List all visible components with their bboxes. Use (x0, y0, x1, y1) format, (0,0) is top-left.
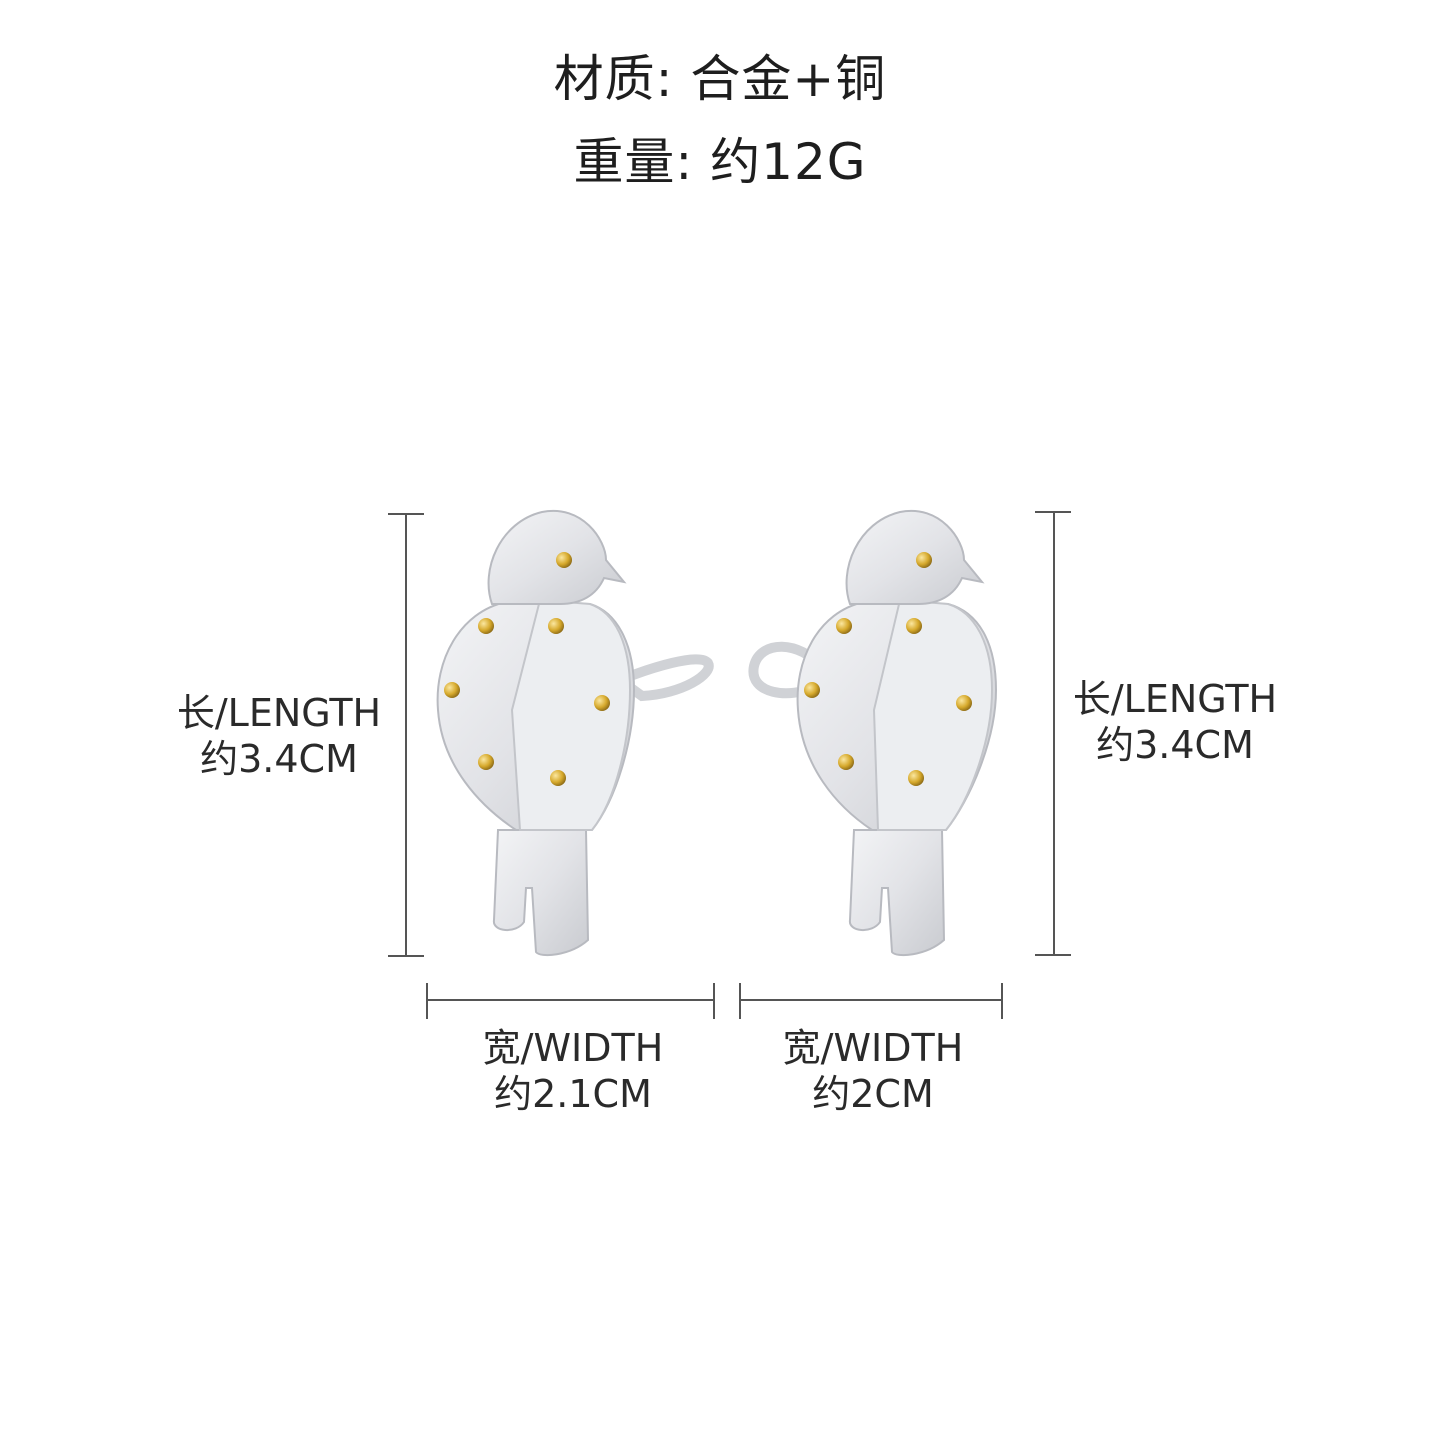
right-bead (906, 618, 922, 634)
left-width-rule-cap-right (713, 983, 715, 1019)
right-bird-tail (848, 829, 946, 957)
right-bead (836, 618, 852, 634)
right-bird-wing (872, 598, 994, 831)
left-length-label: 长/LENGTH 约3.4CM (166, 690, 392, 782)
material-spec: 材质: 合金+铜 (553, 50, 887, 108)
left-width-value: 约2.1CM (494, 1072, 652, 1116)
left-eye-bead (556, 552, 572, 568)
right-width-rule-cap-right (1001, 983, 1003, 1019)
left-bird-tail (492, 829, 590, 957)
right-length-rule-cap-top (1035, 511, 1071, 513)
right-bead (956, 695, 972, 711)
left-length-rule-cap-top (388, 513, 424, 515)
left-width-rule-cap-left (426, 983, 428, 1019)
left-length-rule-cap-bottom (388, 955, 424, 957)
left-length-value: 约3.4CM (200, 737, 358, 781)
right-bead (838, 754, 854, 770)
right-bird-earring (748, 509, 998, 957)
left-bead (594, 695, 610, 711)
right-bird-head (845, 509, 985, 605)
left-bead (478, 618, 494, 634)
right-length-label: 长/LENGTH 约3.4CM (1062, 676, 1288, 768)
left-ear-hook (609, 654, 714, 702)
right-width-label: 宽/WIDTH 约2CM (760, 1025, 986, 1117)
right-length-title: 长/LENGTH (1072, 677, 1278, 721)
left-length-rule (405, 514, 407, 956)
weight-spec: 重量: 约12G (573, 133, 867, 191)
right-width-value: 约2CM (812, 1072, 934, 1116)
right-ear-loop (748, 641, 826, 699)
right-length-rule-cap-bottom (1035, 954, 1071, 956)
left-bead (444, 682, 460, 698)
right-length-rule (1053, 512, 1055, 955)
right-length-value: 约3.4CM (1096, 723, 1254, 767)
right-width-rule (739, 999, 1003, 1001)
left-bird-head (487, 509, 627, 605)
right-bead (804, 682, 820, 698)
left-bead (478, 754, 494, 770)
left-width-label: 宽/WIDTH 约2.1CM (460, 1025, 686, 1117)
right-eye-bead (916, 552, 932, 568)
right-bead (908, 770, 924, 786)
left-bead (550, 770, 566, 786)
left-width-rule (426, 999, 715, 1001)
left-width-title: 宽/WIDTH (482, 1026, 664, 1070)
left-bead (548, 618, 564, 634)
right-width-rule-cap-left (739, 983, 741, 1019)
right-width-title: 宽/WIDTH (782, 1026, 964, 1070)
left-length-title: 长/LENGTH (176, 691, 382, 735)
left-bird-earring (436, 509, 714, 957)
left-bird-wing (510, 598, 632, 831)
